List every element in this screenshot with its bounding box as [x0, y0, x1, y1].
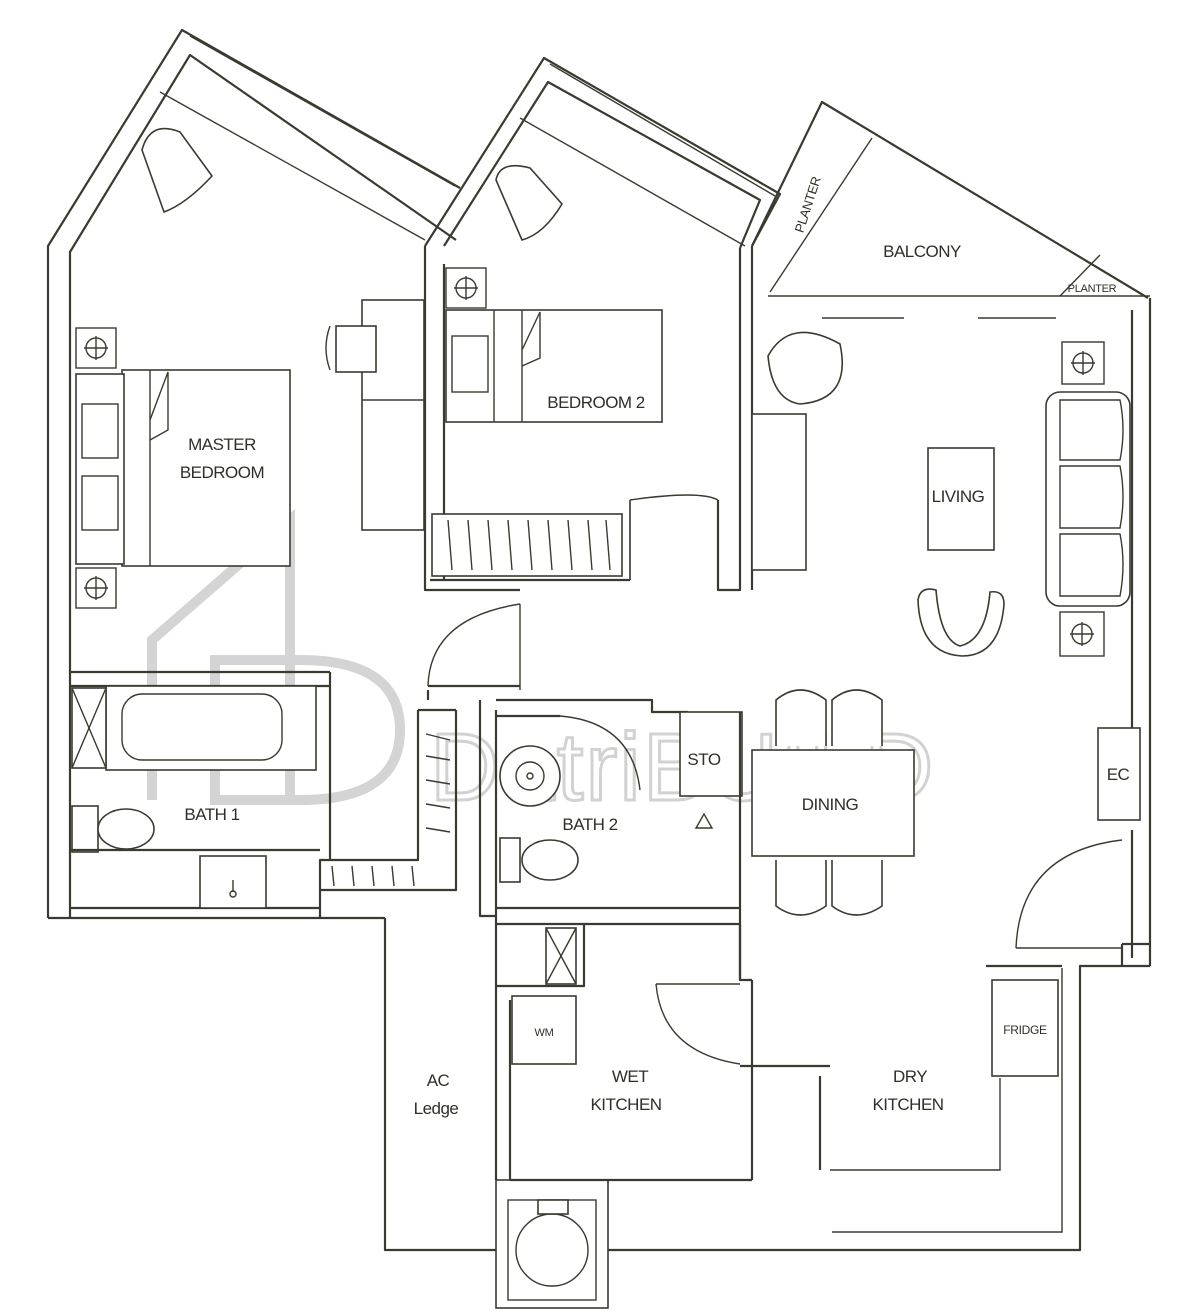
corridor-wardrobe	[331, 733, 451, 887]
coffee-table	[927, 447, 995, 551]
label-master-bedroom-1: MASTER	[188, 435, 256, 454]
label-sto: STO	[687, 750, 720, 769]
bedroom-2-armchair	[495, 164, 563, 241]
label-bedroom-2: BEDROOM 2	[547, 393, 645, 412]
living-armchair-top	[767, 331, 844, 405]
sofa	[1045, 391, 1131, 607]
master-light-icon	[75, 327, 117, 609]
bedroom-2-light-icon	[445, 267, 487, 309]
label-balcony: BALCONY	[883, 242, 961, 261]
bedroom-2-wardrobe	[431, 513, 623, 577]
master-armchair	[141, 127, 214, 214]
master-bed	[75, 369, 291, 567]
label-dining: DINING	[802, 795, 859, 814]
label-ac-ledge-2: Ledge	[414, 1099, 459, 1118]
living-armchair-bottom	[917, 588, 1005, 657]
bath-2-shower	[499, 745, 561, 807]
living-light-icon	[1059, 341, 1105, 657]
bath-1-sink	[199, 855, 267, 909]
label-ec: EC	[1107, 765, 1130, 784]
label-planter-right: PLANTER	[1068, 283, 1117, 295]
bath-1-shower	[71, 687, 107, 769]
label-dry-kitchen-1: DRY	[893, 1067, 927, 1086]
doors	[427, 494, 1123, 1065]
bathtub	[105, 685, 317, 771]
label-ac-ledge-1: AC	[427, 1071, 450, 1090]
label-master-bedroom-2: BEDROOM	[180, 463, 264, 482]
outer-walls	[46, 28, 1152, 1309]
label-wet-kitchen-2: KITCHEN	[590, 1095, 661, 1114]
bath-1-toilet	[71, 805, 155, 853]
label-planter-left: PLANTER	[792, 175, 824, 235]
label-fridge: FRIDGE	[1003, 1023, 1047, 1037]
label-dry-kitchen-2: KITCHEN	[872, 1095, 943, 1114]
tv-console	[751, 413, 807, 571]
dining-set	[751, 689, 915, 916]
yard-floor-trap	[545, 927, 577, 985]
master-desk	[325, 299, 425, 531]
label-wet-kitchen-1: WET	[612, 1067, 648, 1086]
furniture	[70, 127, 1131, 1065]
label-bath-1: BATH 1	[184, 805, 239, 824]
bath-2-toilet	[499, 837, 579, 883]
label-wm: WM	[535, 1027, 554, 1039]
bath-2-vent	[694, 812, 714, 829]
room-labels: MASTER BEDROOM BEDROOM 2 BALCONY PLANTER…	[180, 175, 1130, 1118]
label-living: LIVING	[932, 487, 985, 506]
washing-machine	[511, 995, 577, 1065]
label-bath-2: BATH 2	[562, 815, 617, 834]
bedroom-2-bed	[445, 309, 663, 423]
